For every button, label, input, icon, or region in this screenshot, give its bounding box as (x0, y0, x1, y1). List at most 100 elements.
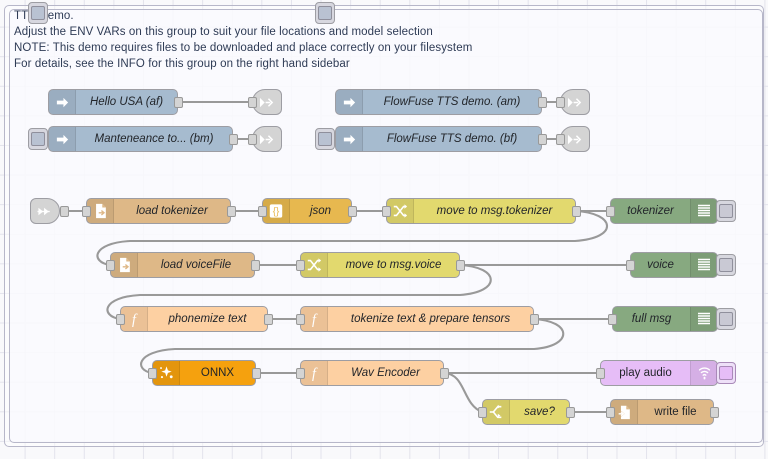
input-port[interactable] (296, 260, 305, 271)
node-inject-flowfuse-bf[interactable]: FlowFuse TTS demo. (bf) (335, 126, 542, 152)
output-port[interactable] (174, 97, 183, 108)
inject-button-glyph (318, 132, 332, 146)
node-label: Manteneance to... (bm) (94, 133, 214, 145)
input-port[interactable] (556, 97, 565, 108)
node-debug-tokenizer[interactable]: tokenizer (610, 198, 718, 224)
node-fn-phonemize-text[interactable]: f phonemize text (120, 306, 268, 332)
inject-button-glyph (31, 6, 45, 20)
input-port[interactable] (382, 206, 391, 217)
debug-toggle-glyph (719, 258, 733, 272)
input-port[interactable] (626, 260, 635, 271)
node-inject-maintenance-bm[interactable]: Manteneance to... (bm) (48, 126, 233, 152)
node-label: ONNX (200, 367, 235, 379)
play-audio-button[interactable] (716, 362, 736, 384)
input-port[interactable] (148, 368, 157, 379)
output-port[interactable] (227, 206, 236, 217)
input-port[interactable] (596, 368, 605, 379)
file-in-icon (111, 253, 138, 277)
input-port[interactable] (248, 97, 257, 108)
inject-button-glyph (318, 6, 332, 20)
speaker-wave-icon (690, 361, 717, 385)
input-port[interactable] (296, 368, 305, 379)
node-change-to-msg-voice[interactable]: move to msg.voice (300, 252, 460, 278)
input-port[interactable] (258, 206, 267, 217)
node-play-audio[interactable]: play audio (600, 360, 718, 386)
output-port[interactable] (229, 134, 238, 145)
inject-arrow-icon (49, 127, 76, 151)
debug-lines-icon (690, 199, 717, 223)
input-port[interactable] (116, 314, 125, 325)
node-change-to-msg-tokenizer[interactable]: move to msg.tokenizer (386, 198, 576, 224)
node-label: save? (524, 406, 555, 418)
switch-fork-icon (483, 400, 510, 424)
node-link-out-bf[interactable] (560, 126, 590, 152)
node-label: tokenize text & prepare tensors (350, 313, 511, 325)
output-port[interactable] (538, 134, 547, 145)
inject-button-maintenance-bm[interactable] (28, 128, 48, 150)
svg-text:f: f (312, 366, 318, 381)
output-port[interactable] (530, 314, 539, 325)
comment-line-2: Adjust the ENV VARs on this group to sui… (14, 26, 433, 38)
node-label: write file (654, 406, 697, 418)
inject-button-glyph (31, 132, 45, 146)
input-port[interactable] (106, 260, 115, 271)
node-label: Wav Encoder (351, 367, 420, 379)
node-switch-save[interactable]: save? (482, 399, 570, 425)
node-onnx[interactable]: ONNX (152, 360, 256, 386)
input-port[interactable] (296, 314, 305, 325)
node-file-load-tokenizer[interactable]: load tokenizer (86, 198, 231, 224)
input-port[interactable] (606, 206, 615, 217)
debug-toggle-button-full-msg[interactable] (716, 308, 736, 330)
change-shuffle-icon (387, 199, 414, 223)
inject-button-hello-usa[interactable] (28, 2, 48, 24)
input-port[interactable] (608, 314, 617, 325)
input-port[interactable] (82, 206, 91, 217)
node-inject-flowfuse-am[interactable]: FlowFuse TTS demo. (am) (335, 89, 542, 115)
inject-button-flowfuse-bf[interactable] (315, 128, 335, 150)
node-link-out-af[interactable] (252, 89, 282, 115)
node-label: move to msg.tokenizer (436, 205, 553, 217)
debug-toggle-button-tokenizer[interactable] (716, 200, 736, 222)
output-port[interactable] (572, 206, 581, 217)
node-label: play audio (619, 367, 672, 379)
play-audio-button-glyph (719, 366, 733, 380)
node-label: move to msg.voice (345, 259, 442, 271)
output-port[interactable] (60, 206, 69, 217)
output-port[interactable] (251, 260, 260, 271)
node-fn-wav-encoder[interactable]: f Wav Encoder (300, 360, 444, 386)
node-label: full msg (631, 313, 672, 325)
input-port[interactable] (248, 134, 257, 145)
node-file-load-voicefile[interactable]: load voiceFile (110, 252, 255, 278)
node-link-in-main[interactable] (30, 198, 60, 224)
node-link-out-bm[interactable] (252, 126, 282, 152)
comment-line-4: For details, see the INFO for this group… (14, 58, 350, 70)
output-port[interactable] (252, 368, 261, 379)
output-port[interactable] (566, 407, 575, 418)
node-label: Hello USA (af) (89, 96, 164, 108)
output-port[interactable] (348, 206, 357, 217)
inject-arrow-icon (49, 90, 76, 114)
node-link-out-am[interactable] (560, 89, 590, 115)
output-port[interactable] (440, 368, 449, 379)
node-debug-voice[interactable]: voice (630, 252, 718, 278)
svg-text:{}: {} (273, 207, 280, 218)
debug-toggle-button-voice[interactable] (716, 254, 736, 276)
inject-button-flowfuse-am[interactable] (315, 2, 335, 24)
input-port[interactable] (606, 407, 615, 418)
node-debug-full-msg[interactable]: full msg (612, 306, 718, 332)
output-port[interactable] (456, 260, 465, 271)
node-file-write-file[interactable]: write file (610, 399, 714, 425)
debug-toggle-glyph (719, 312, 733, 326)
node-fn-tokenize-tensors[interactable]: f tokenize text & prepare tensors (300, 306, 534, 332)
output-port[interactable] (538, 97, 547, 108)
node-inject-hello-usa[interactable]: Hello USA (af) (48, 89, 178, 115)
node-label: load tokenizer (136, 205, 208, 217)
input-port[interactable] (478, 407, 487, 418)
input-port[interactable] (556, 134, 565, 145)
comment-line-3: NOTE: This demo requires files to be dow… (14, 42, 473, 54)
output-port[interactable] (264, 314, 273, 325)
change-shuffle-icon (301, 253, 328, 277)
output-port[interactable] (710, 407, 719, 418)
node-json[interactable]: {} json (262, 198, 352, 224)
